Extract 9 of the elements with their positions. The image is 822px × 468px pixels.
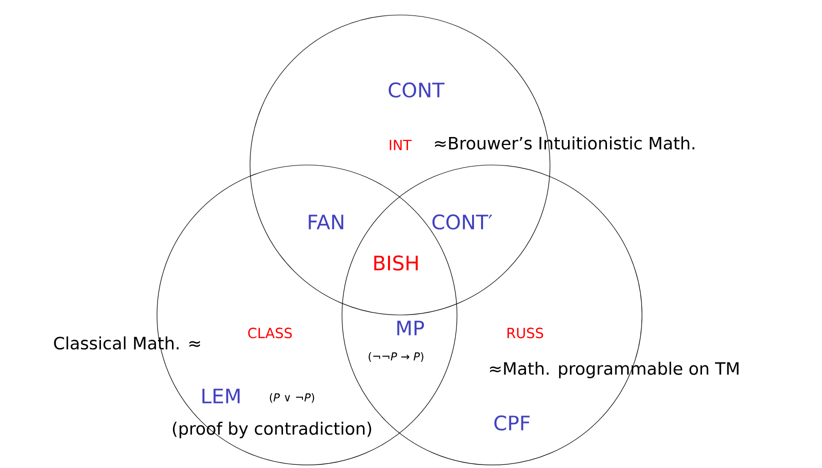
region-label: LEM <box>202 388 240 404</box>
formula-label: (¬¬P → P) <box>368 352 424 362</box>
region-label: MP <box>397 320 424 336</box>
region-label: FAN <box>308 214 344 230</box>
region-label: BISH <box>374 255 418 271</box>
region-label: CONT′ <box>432 214 492 230</box>
region-label: CPF <box>494 415 530 431</box>
region-label: CONT <box>388 82 444 98</box>
formula-label: (P ∨ ¬P) <box>270 393 314 403</box>
